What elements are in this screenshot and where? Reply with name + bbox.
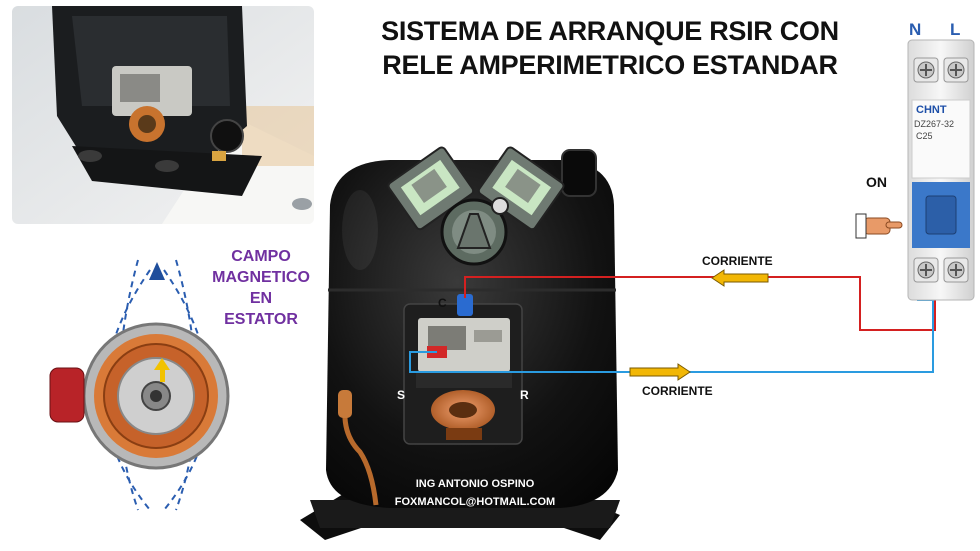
breaker-model: DZ267-32 [914,119,955,129]
stator-label-line-1: CAMPO [231,248,291,265]
stator-label-line-2: MAGNETICO [212,269,310,286]
relay-photo [12,6,314,224]
terminal-l-label: L [950,20,961,39]
current-arrow-bottom [629,363,691,381]
current-label-bottom: CORRIENTE [642,384,713,398]
terminal-n-label: N [909,20,922,39]
circuit-breaker [907,39,975,301]
current-label-top: CORRIENTE [702,254,773,268]
compressor [300,146,620,540]
breaker-brand: CHNT [916,104,947,116]
stator-label-line-4: ESTATOR [224,311,298,328]
terminal-c-label: C [438,296,447,310]
stator-field-label: CAMPO MAGNETICO EN ESTATOR [196,246,326,330]
stator [49,259,230,511]
live-wire [464,276,936,331]
terminal-r-label: R [520,388,529,402]
author-email: FOXMANCOL@HOTMAIL.COM [394,496,556,508]
field-arrow-icon [149,262,165,280]
terminal-s-label: S [397,388,406,402]
author-credit: ING ANTONIO OSPINO [415,478,535,490]
on-label: ON [866,174,887,190]
current-arrow-top [711,269,769,287]
title-line-2: RELE AMPERIMETRICO ESTANDAR [382,50,838,80]
title-line-1: SISTEMA DE ARRANQUE RSIR CON [381,16,839,46]
breaker-rating: C25 [916,131,933,141]
pointing-hand-icon [855,213,903,239]
piston-cutaway [387,146,565,266]
page-title: SISTEMA DE ARRANQUE RSIR CON RELE AMPERI… [330,14,890,82]
stator-label-line-3: EN [249,290,273,307]
